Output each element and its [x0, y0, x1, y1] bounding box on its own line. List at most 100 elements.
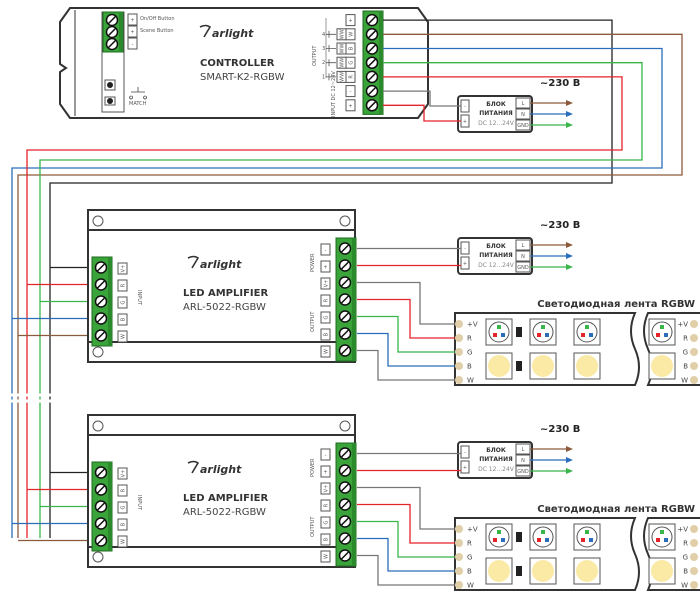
psu-out-pin: N	[521, 112, 525, 118]
psu-line1: БЛОК	[486, 243, 506, 250]
amplifier-title: LED AMPLIFIER	[183, 288, 268, 299]
terminal-edge	[352, 443, 356, 566]
arlight-logo: arlight	[187, 460, 242, 476]
psu-line2: ПИТАНИЯ	[479, 252, 513, 259]
arrow-icon	[566, 111, 573, 117]
amp-to-strip-wire	[357, 315, 455, 353]
pin-label: -	[132, 42, 134, 48]
pin-label: R	[121, 488, 127, 492]
pin-label: -	[325, 248, 327, 254]
pin-label-box	[345, 70, 356, 83]
psu-out-pin: GND	[517, 469, 529, 475]
amp-to-strip-wire	[357, 332, 455, 367]
white-led-lens	[488, 560, 510, 582]
strip-pin-right: B	[683, 363, 688, 371]
pin-label-box	[117, 262, 128, 275]
strip-pin-left: W	[467, 582, 474, 590]
amp-to-strip-wire	[357, 486, 455, 530]
screw-slot	[96, 468, 106, 477]
pin-label: W	[324, 554, 330, 559]
logo-mark	[199, 24, 212, 38]
amp-to-strip-wire	[357, 281, 455, 325]
output-label: OUTPUT	[312, 45, 318, 66]
screw-slot	[340, 261, 350, 270]
screw-slot	[367, 44, 377, 53]
pin-label: WW	[340, 72, 346, 82]
pin-label: +	[323, 470, 327, 476]
solder-pad	[455, 553, 463, 561]
psu-plus: +	[463, 119, 467, 125]
arlight-logo: arlight	[187, 255, 242, 271]
solder-pad	[455, 376, 463, 384]
screw-slot	[340, 244, 350, 253]
strip-pin-right: R	[683, 335, 688, 343]
psu-minus-wire	[383, 90, 461, 107]
controller-to-bus-wire	[39, 62, 643, 538]
green-die	[497, 325, 501, 329]
strip-pin-right: W	[681, 377, 688, 385]
diode-icon	[326, 30, 336, 38]
output-label: OUTPUT	[310, 311, 316, 332]
white-led-lens	[532, 355, 554, 377]
amplifier-title: LED AMPLIFIER	[183, 493, 268, 504]
pin-label-box	[117, 535, 128, 548]
pin-label: +	[348, 18, 352, 24]
terminal-edge	[108, 462, 112, 551]
solder-pad	[690, 334, 698, 342]
pin-label-box	[117, 313, 128, 326]
strip-pin-left: G	[467, 349, 472, 357]
screw-slot	[96, 297, 106, 306]
solder-pad	[455, 539, 463, 547]
amp-to-strip-wire	[357, 537, 455, 572]
terminal-edge	[379, 11, 383, 115]
terminal-edge	[352, 238, 356, 361]
screw-slot	[96, 263, 106, 272]
amp-to-strip-wire	[357, 554, 455, 586]
pin-label-box	[345, 28, 356, 41]
input-minus-box	[345, 85, 356, 98]
logo-mark	[187, 460, 200, 474]
strip-pin-right: +V	[677, 526, 688, 534]
screw-slot	[96, 331, 106, 340]
green-die	[585, 530, 589, 534]
screw-slot	[340, 295, 350, 304]
button-pin-box	[127, 25, 138, 38]
channel-number: 1	[322, 74, 325, 80]
pin-label: -	[350, 89, 352, 95]
screw-slot	[96, 519, 106, 528]
blue-die	[664, 333, 668, 337]
pin-label: V+	[121, 470, 127, 478]
mount-hole	[339, 215, 351, 227]
pin-label: +	[348, 103, 352, 109]
amplifier-output-terminal	[335, 442, 357, 567]
screw-slot	[340, 483, 350, 492]
green-die	[541, 530, 545, 534]
pin-label: +	[130, 30, 134, 36]
power-label: POWER	[310, 253, 316, 272]
green-die	[541, 325, 545, 329]
pin-label-box	[117, 279, 128, 292]
strip-pin-left: R	[467, 540, 472, 548]
arrow-icon	[566, 100, 573, 106]
red-die	[581, 333, 585, 337]
psu-out-pin: L	[522, 101, 525, 107]
terminal-edge	[119, 12, 123, 52]
pin-label-box	[320, 311, 331, 324]
screw-slot	[96, 280, 106, 289]
pin-label-box	[320, 482, 331, 495]
pin-label: B	[121, 317, 127, 321]
solder-pad	[690, 320, 698, 328]
screw-slot	[340, 329, 350, 338]
screw-slot	[340, 534, 350, 543]
pin-label: R	[324, 503, 330, 507]
blue-die	[501, 538, 505, 542]
mount-hole	[339, 420, 351, 432]
screw-slot	[96, 502, 106, 511]
red-die	[493, 333, 497, 337]
solder-pad	[690, 525, 698, 533]
